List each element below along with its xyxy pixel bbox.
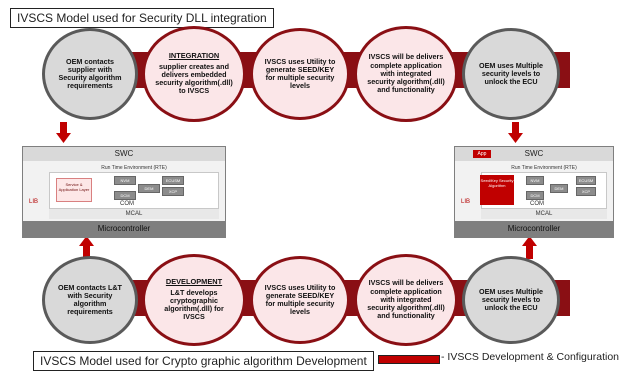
bottom-step-3-text: IVSCS uses Utility to generate SEED/KEY … (264, 282, 336, 317)
left-service-layer-box: Service & Application Layer (56, 178, 92, 202)
right-com-label: COM (530, 201, 544, 207)
right-module-nvm: NVM (526, 176, 544, 185)
left-module-ecusm: ECUSM (162, 176, 184, 185)
left-com-label: COM (120, 201, 134, 207)
top-step-5-text: OEM uses Multiple security levels to unl… (479, 60, 543, 87)
left-microcontroller-bar: Microcontroller (23, 221, 225, 237)
left-mcal-bar: MCAL (49, 209, 219, 219)
left-swc-bar: SWC (23, 147, 225, 161)
left-rte-label: Run Time Environment (RTE) (101, 165, 167, 171)
top-step-integration: INTEGRATION supplier creates and deliver… (142, 26, 246, 122)
right-rte-label: Run Time Environment (RTE) (511, 165, 577, 171)
bottom-step-2-text: L&T develops cryptographic algorithm(.dl… (164, 287, 224, 322)
top-step-2-text: supplier creates and delivers embedded s… (155, 61, 233, 96)
legend-label: - IVSCS Development & Configuration (441, 351, 620, 363)
left-module-xcp: XCP (162, 187, 184, 196)
left-module-dem: DEM (138, 184, 160, 193)
top-step-unlock: OEM uses Multiple security levels to unl… (462, 28, 560, 120)
left-ecu-diagram: SWC Run Time Environment (RTE) Service &… (22, 146, 226, 238)
bottom-step-utility: IVSCS uses Utility to generate SEED/KEY … (250, 256, 350, 344)
top-step-4-text: IVSCS will be delivers complete applicat… (367, 52, 445, 95)
right-ecu-diagram: SWC App Run Time Environment (RTE) Seed/… (454, 146, 614, 238)
bottom-step-5-text: OEM uses Multiple security levels to unl… (479, 286, 543, 313)
right-module-dem: DEM (550, 184, 568, 193)
right-lib-label: LIB (461, 199, 471, 205)
bottom-step-development: DEVELOPMENT L&T develops cryptographic a… (142, 254, 246, 346)
right-swc-bar: SWC (455, 147, 613, 161)
bottom-step-1-text: OEM contacts L&T with Security algorithm… (58, 282, 122, 317)
bottom-step-unlock: OEM uses Multiple security levels to unl… (462, 256, 560, 344)
top-title: IVSCS Model used for Security DLL integr… (10, 8, 274, 28)
left-module-dcm: DCM (114, 191, 136, 200)
right-module-ecusm: ECUSM (576, 176, 596, 185)
left-bsw-area: Service & Application Layer NVM DCM DEM … (49, 172, 219, 209)
right-module-xcp: XCP (576, 187, 596, 196)
top-step-utility: IVSCS uses Utility to generate SEED/KEY … (250, 28, 350, 120)
bottom-step-delivery: IVSCS will be delivers complete applicat… (354, 254, 458, 346)
right-seed-key-box: Seed/Key Security Algorithm (480, 175, 514, 205)
top-step-3-text: IVSCS uses Utility to generate SEED/KEY … (264, 56, 336, 91)
right-app-box: App (473, 150, 491, 158)
right-module-dcm: DCM (526, 191, 544, 200)
bottom-step-oem-contact: OEM contacts L&T with Security algorithm… (42, 256, 138, 344)
top-step-delivery: IVSCS will be delivers complete applicat… (354, 26, 458, 122)
left-lib-label: LIB (29, 199, 39, 205)
bottom-step-2-header: DEVELOPMENT (165, 277, 223, 287)
top-step-1-text: OEM contacts supplier with Security algo… (58, 56, 122, 91)
right-bsw-area: Seed/Key Security Algorithm NVM DCM DEM … (480, 172, 607, 209)
left-module-nvm: NVM (114, 176, 136, 185)
top-step-oem-contact: OEM contacts supplier with Security algo… (42, 28, 138, 120)
right-microcontroller-bar: Microcontroller (455, 221, 613, 237)
legend-swatch (378, 355, 440, 364)
bottom-step-4-text: IVSCS will be delivers complete applicat… (367, 278, 445, 321)
right-mcal-bar: MCAL (481, 209, 607, 219)
bottom-title: IVSCS Model used for Crypto graphic algo… (33, 351, 374, 371)
top-step-2-header: INTEGRATION (168, 51, 220, 61)
